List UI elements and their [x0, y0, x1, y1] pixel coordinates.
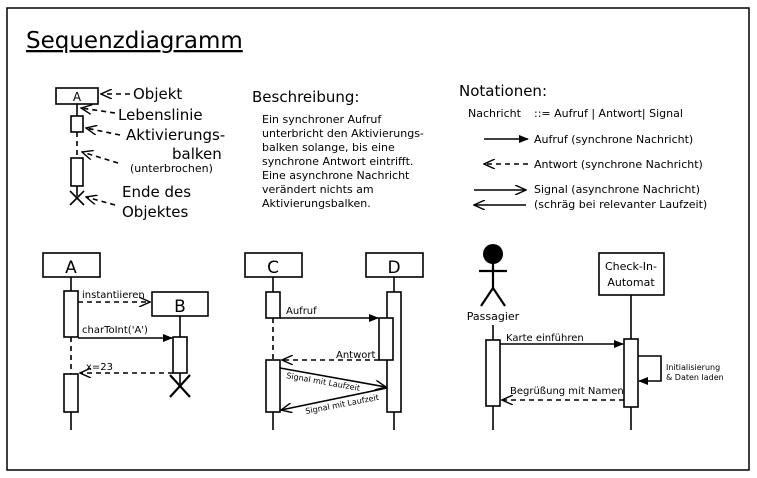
description-line: unterbricht den Aktivierungs- — [262, 127, 424, 140]
legend-ende-label-2: Objektes — [122, 203, 189, 221]
notations-heading: Notationen: — [459, 82, 547, 100]
legend-destroy-cross — [69, 190, 85, 206]
example2-activation-c-2 — [265, 359, 281, 413]
legend-pointer-lebenslinie — [81, 108, 116, 113]
example3-actor-head — [483, 244, 503, 264]
legend-activation-bar-1 — [70, 115, 84, 133]
example2-activation-c-1 — [265, 291, 281, 319]
description-line: synchrone Antwort eintrifft. — [262, 155, 413, 168]
example2-msg-signal-1 — [279, 367, 386, 387]
example3-msg-karte-label: Karte einführen — [506, 333, 584, 344]
example3-activation-actor — [485, 339, 501, 407]
description-group: Beschreibung: Ein synchroner Aufruf unte… — [252, 88, 424, 210]
example1-activation-a-1 — [63, 290, 79, 338]
legend-activation-bar-2 — [70, 157, 84, 187]
legend-pointer-aktivierung — [86, 128, 121, 136]
example1-object-b-label: B — [174, 297, 186, 317]
example2-object-d-box — [365, 252, 424, 278]
notation-grammar-rule: ::= Aufruf | Antwort| Signal — [534, 107, 683, 120]
example2-object-c-label: C — [267, 258, 279, 278]
legend-objekt-label: Objekt — [133, 85, 182, 103]
notation-grammar-label: Nachricht — [468, 107, 522, 120]
example3-self-message — [638, 355, 662, 385]
description-line: Eine asynchrone Nachricht — [262, 169, 410, 182]
description-line: verändert nichts am — [262, 183, 374, 196]
example3-self-label-2: & Daten laden — [666, 373, 724, 382]
example2-object-d-label: D — [387, 258, 400, 278]
legend-aktivierung-label-1: Aktivierungs- — [126, 126, 225, 144]
legend-aktivierung-label-2: balken — [172, 145, 222, 163]
example-3-group: Passagier Check-In- Automat Karte einfüh… — [467, 244, 724, 430]
notation-aufruf-label: Aufruf (synchrone Nachricht) — [534, 133, 693, 146]
example3-automat-label-2: Automat — [607, 276, 655, 289]
notation-antwort-label: Antwort (synchrone Nachricht) — [534, 158, 703, 171]
description-line: Aktivierungsbalken. — [262, 197, 371, 210]
legend-lebenslinie-label: Lebenslinie — [118, 106, 203, 124]
example1-msg-chartoint-label: charToInt('A') — [82, 325, 148, 336]
example1-object-b-box — [151, 291, 209, 317]
notation-signal-label-1: Signal (asynchrone Nachricht) — [534, 183, 700, 196]
example3-self-label-1: Initialisierung — [666, 363, 720, 372]
legend-object-label: A — [73, 90, 82, 104]
example3-automat-box — [598, 252, 665, 296]
legend-unterbrochen-label: (unterbrochen) — [130, 162, 213, 175]
example1-msg-instantiieren-label: instantiieren — [82, 290, 145, 301]
example1-activation-a-2 — [63, 373, 79, 413]
example1-msg-return-label: x=23 — [86, 362, 113, 373]
example3-automat-label-1: Check-In- — [605, 260, 657, 273]
notations-group: Notationen: Nachricht ::= Aufruf | Antwo… — [459, 82, 707, 211]
example1-destroy-cross — [169, 374, 191, 398]
legend-pointer-unterbrochen — [82, 152, 119, 164]
example1-object-a-label: A — [65, 258, 77, 278]
example3-actor-legs — [480, 286, 506, 307]
notation-signal-label-2: (schräg bei relevanter Laufzeit) — [534, 198, 707, 211]
description-line: Ein synchroner Aufruf — [262, 113, 382, 126]
description-heading: Beschreibung: — [252, 88, 359, 106]
example2-msg-signal-2 — [281, 387, 388, 410]
description-line: balken solange, bis eine — [262, 141, 395, 154]
page-title: Sequenzdiagramm — [26, 28, 243, 54]
example2-object-c-box — [244, 252, 303, 278]
example3-activation-automat — [623, 338, 639, 408]
legend-ende-label-1: Ende des — [122, 183, 191, 201]
example2-activation-d-nested — [378, 317, 394, 361]
example2-msg-aufruf-label: Aufruf — [286, 306, 317, 317]
example-1-group: A B instantiieren charToInt('A') x=23 — [42, 252, 209, 430]
example1-activation-b — [172, 336, 188, 374]
example3-actor-label: Passagier — [467, 310, 520, 323]
example2-msg-antwort-label: Antwort — [336, 350, 376, 361]
example3-msg-begruessung-label: Begrüßung mit Namen — [510, 386, 624, 397]
legend-group: A Objekt Lebenslinie Aktivierungs- balke… — [55, 85, 225, 221]
